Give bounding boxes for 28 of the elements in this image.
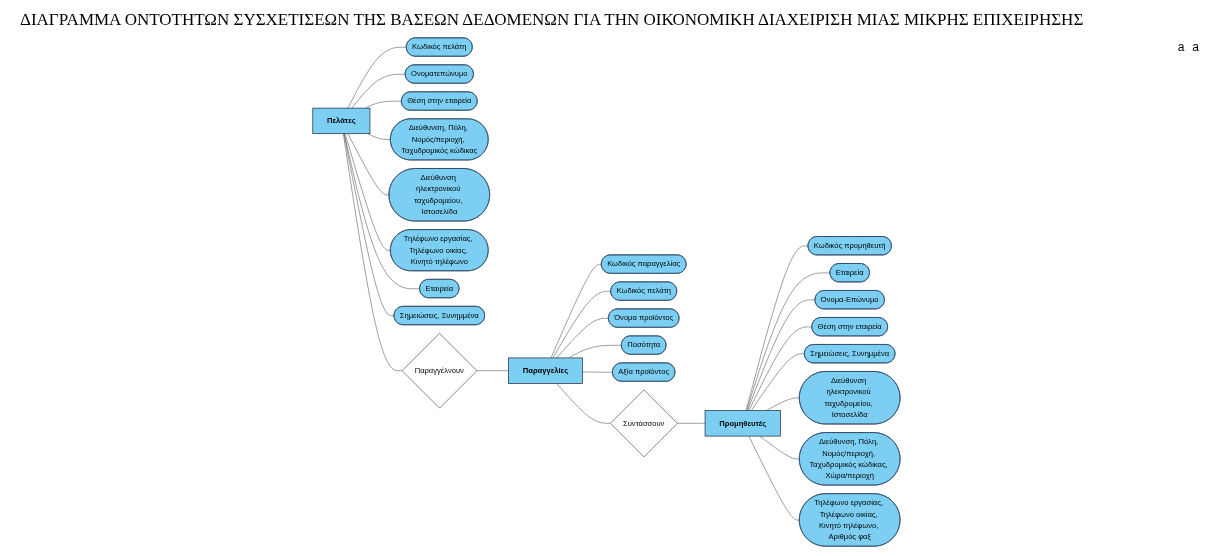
connector xyxy=(344,133,421,290)
connector xyxy=(748,435,800,521)
connector xyxy=(746,272,831,411)
connector xyxy=(751,353,805,411)
note-label: a xyxy=(1177,40,1185,54)
connector xyxy=(677,423,706,424)
connector xyxy=(476,370,509,371)
connector xyxy=(748,326,813,411)
connector xyxy=(766,397,800,411)
connector xyxy=(747,299,816,411)
connector xyxy=(347,47,407,109)
connector xyxy=(550,264,602,359)
connector xyxy=(347,133,390,196)
note-label: a xyxy=(1192,40,1199,54)
connector xyxy=(345,133,391,251)
diagram-title: ΔΙΑΓΡΑΜΜΑ ΟΝΤΟΤΗΤΩΝ ΣΥΣΧΕΤΙΣΕΩΝ ΤΗΣ ΒΑΣΕΩΝ ΔΕΔΟΜΕΝΩΝ ΓΙΑ ΤΗΝ ΟΙΚΟΝΟΜΙΚΗ ΔΙΑΧΕΙΡΙΣΗ ΜΙΑΣ ΜΙΚΡΗΣ ΕΠΙΧΕΙΡΗΣΗΣ xyxy=(20,10,1085,30)
connector xyxy=(745,245,809,411)
connector xyxy=(351,73,406,109)
connector xyxy=(365,100,402,109)
connector xyxy=(556,318,609,359)
connector xyxy=(582,371,613,373)
connector xyxy=(556,383,611,424)
connector xyxy=(343,133,403,371)
connector xyxy=(552,291,612,359)
connector xyxy=(343,133,395,316)
connector xyxy=(568,345,622,359)
connector xyxy=(759,435,800,460)
connector xyxy=(367,133,391,140)
